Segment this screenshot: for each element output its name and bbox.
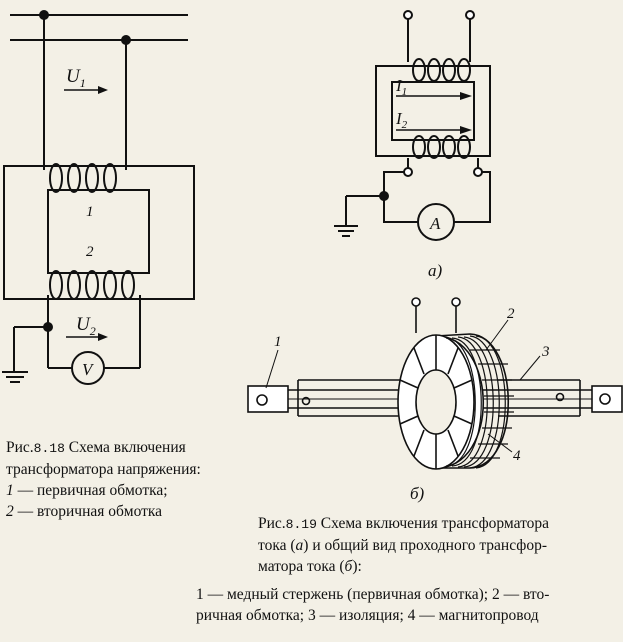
caption-818-item1: 1 — первичная обмотка; [6, 482, 168, 499]
caption-818-item2: 2 — вторичная обмотка [6, 503, 163, 520]
caption-819-line1: Рис.8.19 Схема включения трансформатора [258, 515, 550, 532]
svg-text:I2: I2 [395, 109, 408, 131]
voltmeter-label: V [82, 360, 95, 379]
ground-symbol [2, 371, 28, 383]
caption-fig-8-18: Рис.8.18 Схема включения трансформатора … [6, 437, 256, 522]
current-i1-sub: 1 [402, 86, 408, 98]
callout-2: 2 [507, 306, 515, 322]
winding-2-label: 2 [86, 244, 94, 260]
current-i2-label: I [395, 109, 403, 128]
ground-symbol [334, 225, 358, 237]
callout-1: 1 [274, 334, 282, 350]
callout-4-leader [487, 433, 513, 453]
insulation-sleeve [297, 379, 581, 417]
callout-1-leader [265, 349, 279, 389]
terminal [403, 167, 413, 177]
current-i2-sub: 2 [402, 119, 408, 131]
transformer-core-window [47, 189, 150, 274]
ct-core [375, 65, 491, 157]
callout-3: 3 [541, 344, 550, 360]
caption-fig-8-19-legend: 1 — медный стержень (первичная обмотка);… [196, 584, 621, 626]
terminal [451, 297, 461, 307]
caption-818-line2: трансформатора напряжения: [6, 461, 201, 478]
feedthrough-ct-view [247, 297, 623, 470]
ammeter [417, 203, 455, 241]
caption-fig-8-19: Рис.8.19 Схема включения трансформатора … [258, 513, 620, 577]
primary-winding [49, 163, 117, 193]
current-i1-label: I [395, 76, 403, 95]
voltage-transformer-circuit [2, 10, 195, 385]
callout-4: 4 [513, 448, 521, 464]
ct-core-window [391, 81, 475, 141]
terminal [465, 10, 475, 20]
svg-text:U2: U2 [76, 314, 96, 338]
figure-number: 8.18 [33, 441, 65, 456]
transformer-core [3, 165, 195, 300]
voltmeter [71, 351, 105, 385]
secondary-winding [49, 270, 135, 300]
voltage-u1-label: U [66, 66, 81, 87]
svg-text:I1: I1 [395, 76, 407, 98]
voltage-u1-sub: 1 [80, 76, 86, 90]
winding-1-label: 1 [86, 204, 94, 220]
secondary-winding-turns [445, 335, 514, 469]
current-transformer-circuit [334, 10, 491, 241]
caption-818-line1: Рис.8.18 Схема включения [6, 439, 186, 456]
caption-819-line4: 1 — медный стержень (первичная обмотка);… [196, 586, 550, 603]
ct-secondary-winding [412, 135, 471, 159]
figure-number: 8.19 [285, 517, 317, 532]
terminal [473, 167, 483, 177]
ammeter-label: A [429, 214, 441, 233]
caption-819-line2: тока (а) и общий вид проходного трансфор… [258, 537, 547, 554]
voltage-u2-label: U [76, 314, 91, 335]
callout-3-leader [519, 355, 541, 381]
caption-819-line5: ричная обмотка; 3 — изоляция; 4 — магнит… [196, 607, 539, 624]
callout-2-leader [485, 319, 509, 351]
caption-819-line3: матора тока (б): [258, 558, 362, 575]
ct-primary-winding [412, 58, 471, 82]
figure-a-label: а) [428, 261, 443, 280]
figure-b-label: б) [410, 484, 425, 503]
svg-text:U1: U1 [66, 66, 86, 90]
terminal [403, 10, 413, 20]
voltage-u2-sub: 2 [90, 324, 96, 338]
terminal [411, 297, 421, 307]
